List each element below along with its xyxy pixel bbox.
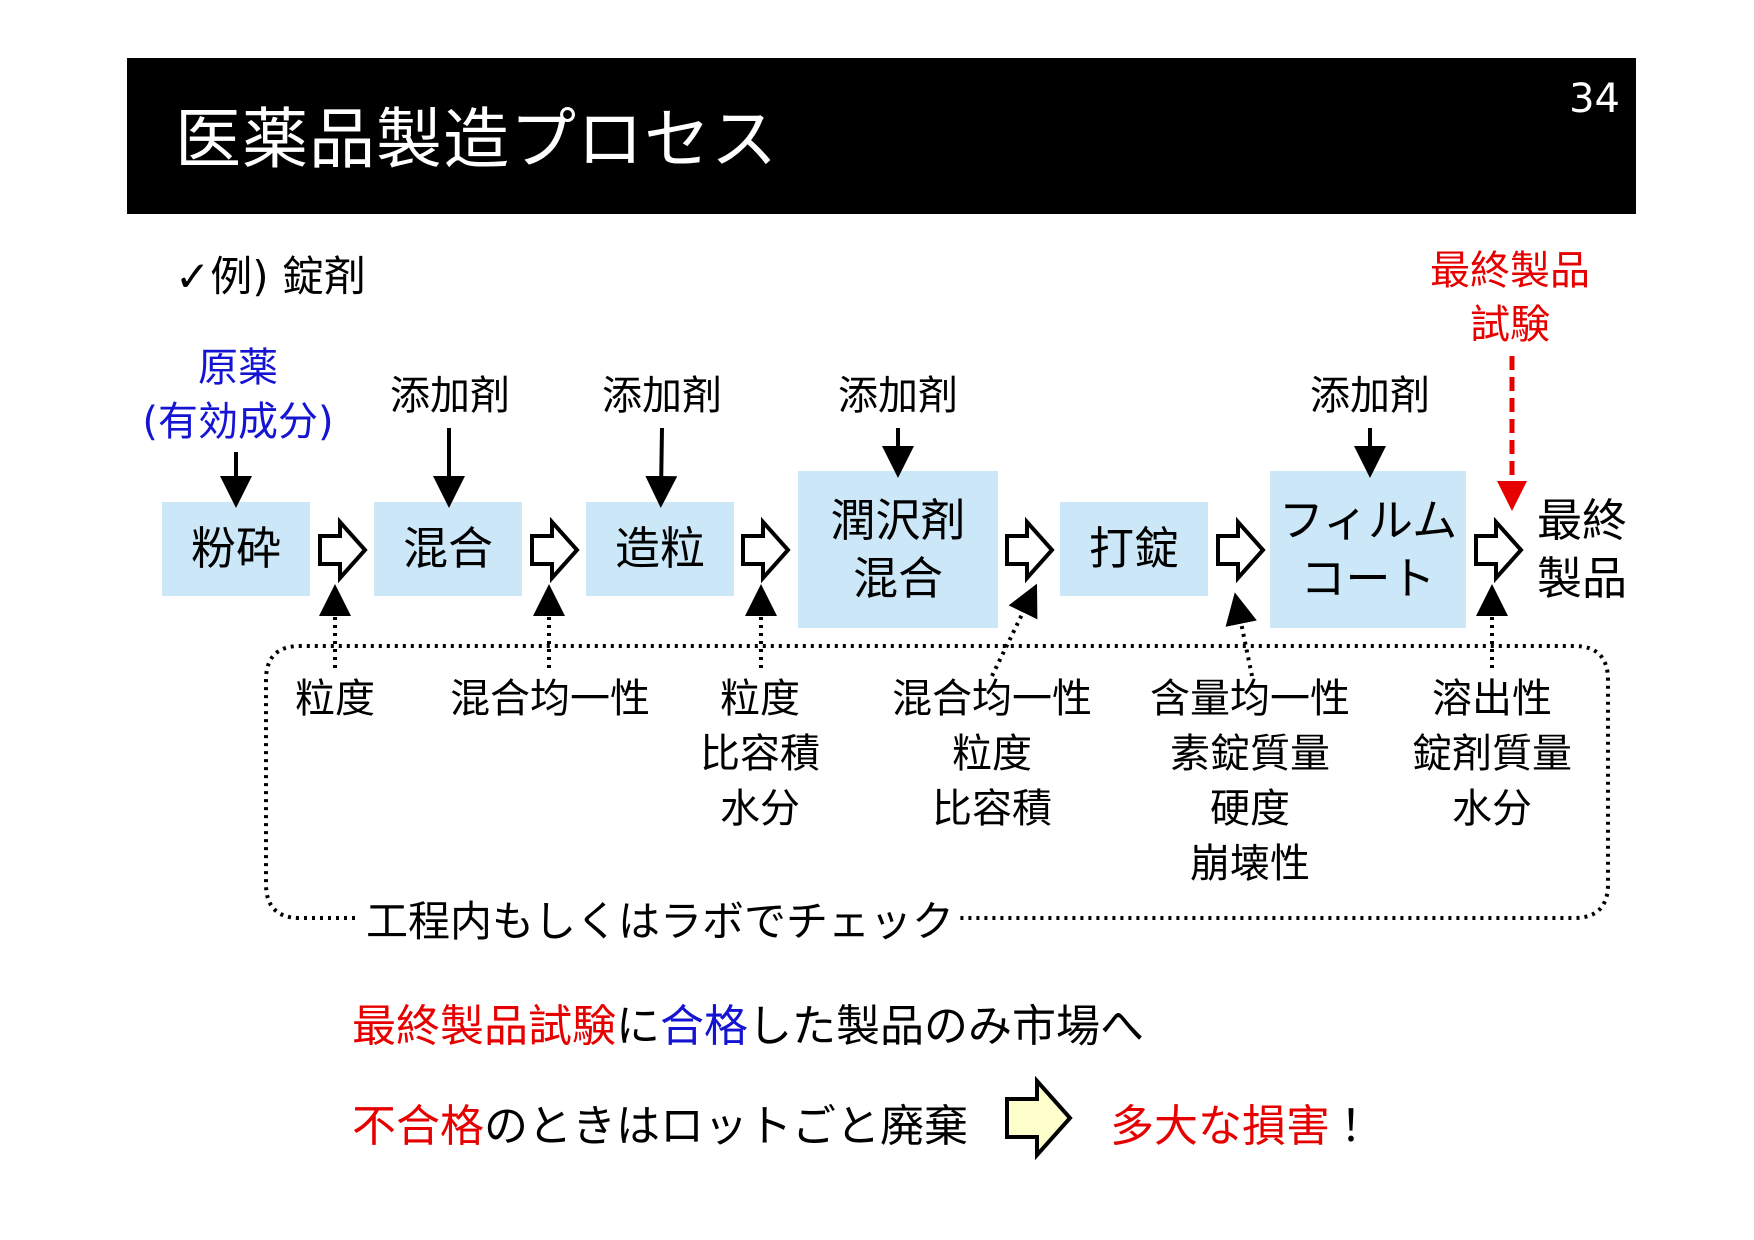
step-box-film-coat: フィルム コート (1270, 471, 1466, 628)
check-item: 比容積 (700, 731, 820, 777)
final-product-line: 最終 (1536, 494, 1627, 547)
check-group-mix: 混合均一性 (430, 672, 670, 727)
flow-arrow (530, 516, 580, 584)
result-arrow (1005, 1075, 1073, 1161)
message-text: した製品のみ市場へ (748, 1001, 1144, 1052)
check-item: 錠剤質量 (1412, 731, 1572, 777)
step-label: 混合 (852, 551, 943, 605)
step-label: 潤沢剤 (830, 493, 966, 547)
flow-arrow (741, 516, 791, 584)
check-group-granulate: 粒度 比容積 水分 (680, 672, 840, 837)
slide-title: 医薬品製造プロセス (175, 101, 778, 178)
additive-label: 添加剤 (602, 373, 722, 419)
check-item: 混合均一性 (450, 676, 650, 722)
flow-arrow (318, 516, 368, 584)
check-group-pulverize: 粒度 (265, 672, 405, 727)
step-box-mix: 混合 (374, 502, 522, 596)
additive-label: 添加剤 (838, 373, 958, 419)
raw-material-line: (有効成分) (142, 399, 334, 445)
raw-material-line: 原薬 (198, 345, 278, 391)
final-product-line: 製品 (1536, 552, 1627, 605)
check-item: 水分 (720, 786, 800, 832)
check-item: 硬度 (1210, 786, 1290, 832)
check-item: 粒度 (295, 676, 375, 722)
exclaim-text: ！ (1340, 1101, 1384, 1152)
step-label: コート (1300, 551, 1436, 605)
damage-text: 多大な損害 (1110, 1101, 1330, 1152)
check-group-lubricant-mix: 混合均一性 粒度 比容積 (872, 672, 1112, 837)
step-label: フィルム (1278, 493, 1458, 547)
check-group-film-coat: 溶出性 錠剤質量 水分 (1392, 672, 1592, 837)
message-text: のときはロットごと廃棄 (484, 1101, 968, 1152)
final-test-text: 最終製品試験 (352, 1001, 616, 1052)
page-number: 34 (1569, 76, 1620, 122)
check-item: 溶出性 (1432, 676, 1552, 722)
step-box-pulverize: 粉砕 (162, 502, 310, 596)
final-test-label: 最終製品 試験 (1400, 244, 1620, 352)
message-pass: 最終製品試験に合格した製品のみ市場へ (352, 990, 1144, 1054)
step-label: 打錠 (1088, 522, 1179, 575)
check-arrow (1225, 592, 1257, 677)
check-item: 粒度 (952, 731, 1032, 777)
step-box-lubricant-mix: 潤沢剤 混合 (798, 471, 998, 628)
check-item: 水分 (1452, 786, 1532, 832)
flow-arrow (1005, 516, 1055, 584)
step-box-tableting: 打錠 (1060, 502, 1208, 596)
check-item: 含量均一性 (1150, 676, 1350, 722)
step-label: 造粒 (614, 522, 705, 575)
example-label: ✓例) 錠剤 (175, 252, 366, 301)
raw-material-label: 原薬 (有効成分) (118, 341, 358, 449)
check-item: 素錠質量 (1170, 731, 1330, 777)
check-item: 混合均一性 (892, 676, 1092, 722)
step-label: 混合 (402, 522, 493, 575)
flow-arrow (1474, 516, 1524, 584)
check-item: 粒度 (720, 676, 800, 722)
fail-text: 不合格 (352, 1101, 484, 1152)
check-group-tableting: 含量均一性 素錠質量 硬度 崩壊性 (1130, 672, 1370, 892)
final-product-label: 最終 製品 (1522, 492, 1642, 608)
pass-text: 合格 (660, 1001, 748, 1052)
message-text: に (616, 1001, 660, 1052)
final-test-line: 最終製品 (1430, 248, 1590, 294)
final-test-line: 試験 (1470, 302, 1550, 348)
title-bar (127, 58, 1636, 214)
damage-message: 多大な損害！ (1110, 1090, 1384, 1154)
input-arrow (645, 427, 678, 508)
step-box-granulate: 造粒 (586, 502, 734, 596)
check-item: 比容積 (932, 786, 1052, 832)
check-item: 崩壊性 (1190, 841, 1310, 887)
step-label: 粉砕 (190, 522, 281, 575)
additive-label: 添加剤 (390, 373, 510, 419)
message-fail: 不合格のときはロットごと廃棄 (352, 1090, 968, 1154)
additive-label: 添加剤 (1310, 373, 1430, 419)
check-footer: 工程内もしくはラボでチェック (360, 888, 961, 949)
flow-arrow (1216, 516, 1266, 584)
